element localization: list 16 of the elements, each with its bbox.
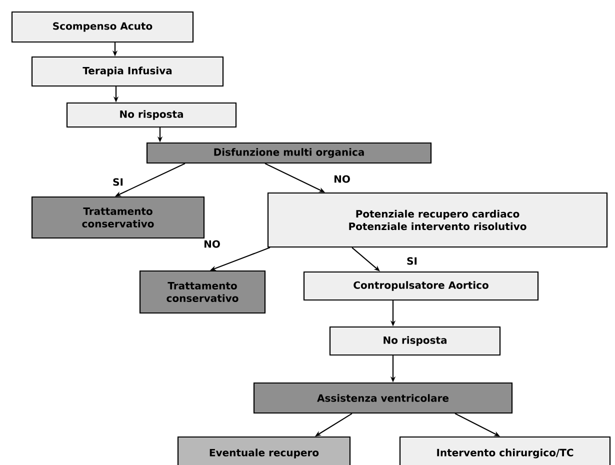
process-box: Scompenso Acuto xyxy=(11,11,194,43)
edge-label: NO xyxy=(202,239,222,249)
edge-label: SI xyxy=(406,256,418,266)
process-box: Trattamento conservativo xyxy=(31,196,205,239)
process-box: Eventuale recupero xyxy=(177,436,351,465)
process-box: Assistenza ventricolare xyxy=(253,382,513,414)
process-box: Potenziale recupero cardiaco Potenziale intervento risolutivo xyxy=(267,192,608,248)
process-box: Intervento chirurgico/TC xyxy=(399,436,611,465)
edge-label: SI xyxy=(112,177,124,187)
process-box: No risposta xyxy=(329,326,501,356)
edge-label: NO xyxy=(332,174,352,184)
process-box: Trattamento conservativo xyxy=(139,270,266,314)
process-box: Contropulsatore Aortico xyxy=(303,271,539,301)
process-box: Terapia Infusiva xyxy=(31,56,224,87)
decision-box: Disfunzione multi organica xyxy=(146,142,432,164)
process-box: No risposta xyxy=(66,102,237,128)
